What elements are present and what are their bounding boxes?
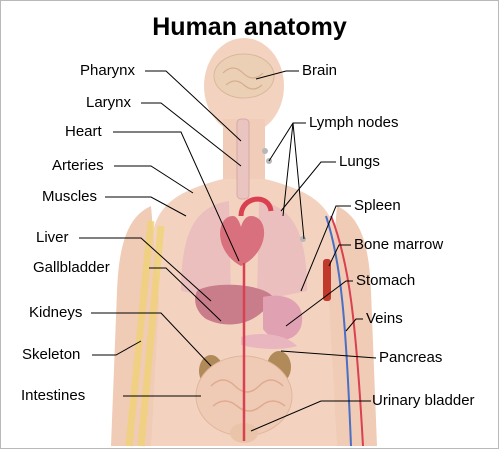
lymph-node — [300, 236, 306, 242]
label-bone-marrow: Bone marrow — [354, 236, 443, 254]
label-arteries: Arteries — [52, 157, 104, 175]
label-heart: Heart — [65, 123, 102, 141]
label-lungs: Lungs — [339, 153, 380, 171]
leader-arteries — [114, 166, 193, 193]
label-lymph-nodes: Lymph nodes — [309, 114, 399, 132]
label-skeleton: Skeleton — [22, 346, 80, 364]
trachea — [237, 119, 249, 199]
label-kidneys: Kidneys — [29, 304, 82, 322]
label-brain: Brain — [302, 62, 337, 80]
label-muscles: Muscles — [42, 188, 97, 206]
label-stomach: Stomach — [356, 272, 415, 290]
lymph-node — [262, 148, 268, 154]
label-liver: Liver — [36, 229, 69, 247]
label-gallbladder: Gallbladder — [33, 259, 110, 277]
label-intestines: Intestines — [21, 387, 85, 405]
label-larynx: Larynx — [86, 94, 131, 112]
label-spleen: Spleen — [354, 197, 401, 215]
label-pancreas: Pancreas — [379, 349, 442, 367]
label-veins: Veins — [366, 310, 403, 328]
label-urinary-bladder: Urinary bladder — [372, 392, 475, 410]
label-pharynx: Pharynx — [80, 62, 135, 80]
brain — [214, 54, 274, 98]
